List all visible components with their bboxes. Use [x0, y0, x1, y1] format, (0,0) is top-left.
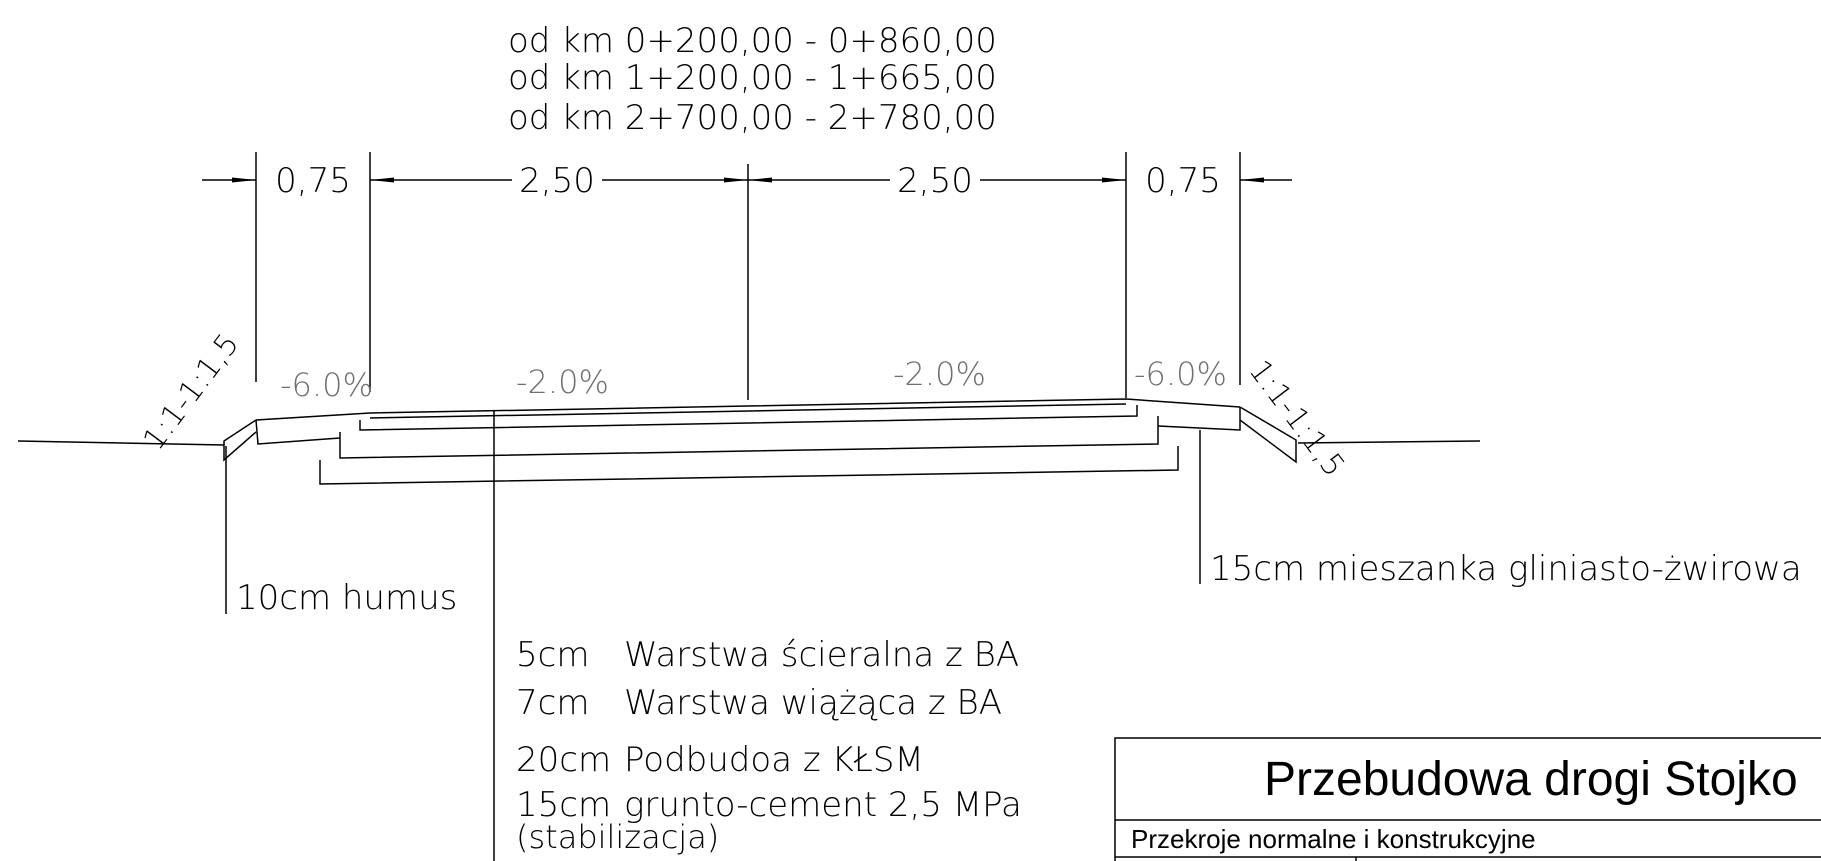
callout-humus: 10cm humus [236, 578, 457, 618]
grade-right-lane: -2.0% [893, 355, 986, 393]
slope-right: 1:1-1:1,5 [1242, 354, 1352, 484]
layer-1-thickness: 5cm [516, 635, 589, 675]
layer-2-description: Warstwa wiążąca z BA [624, 683, 1002, 723]
range-line-2: od km 1+200,00 - 1+665,00 [508, 58, 997, 98]
layer-4-thickness: 15cm [516, 785, 611, 825]
layer-note: (stabilizacja) [516, 818, 719, 856]
ground-line [17, 440, 1481, 446]
range-line-1: od km 0+200,00 - 0+860,00 [508, 21, 997, 61]
layer-1-description: Warstwa ścieralna z BA [624, 635, 1019, 675]
layer-3-thickness: 20cm [516, 740, 611, 780]
dim-left-shoulder: 0,75 [275, 161, 351, 201]
layer-2-thickness: 7cm [516, 683, 589, 723]
layer-3-description: Podbudoa z KŁSM [624, 740, 924, 780]
road-structure [223, 398, 1297, 485]
dim-left-lane: 2,50 [519, 161, 595, 201]
dim-right-lane: 2,50 [897, 161, 973, 201]
dimension-extension-lines [255, 152, 1241, 400]
title-block-title: Przebudowa drogi Stojko [1264, 753, 1798, 806]
callout-shoulder-material: 15cm mieszanka gliniasto-żwirowa [1210, 549, 1802, 589]
grade-left-shoulder: -6.0% [280, 366, 373, 404]
title-block [1114, 737, 1821, 861]
grade-right-shoulder: -6.0% [1134, 355, 1227, 393]
layer-4-description: grunto-cement 2,5 MPa [624, 785, 1022, 825]
dim-right-shoulder: 0,75 [1145, 161, 1221, 201]
title-block-subtitle: Przekroje normalne i konstrukcyjne [1131, 824, 1536, 854]
range-line-3: od km 2+700,00 - 2+780,00 [508, 98, 997, 138]
layers-list: 5cm Warstwa ścieralna z BA 7cm Warstwa w… [516, 635, 1022, 856]
grade-left-lane: -2.0% [516, 363, 609, 401]
leader-lines [225, 410, 1201, 861]
